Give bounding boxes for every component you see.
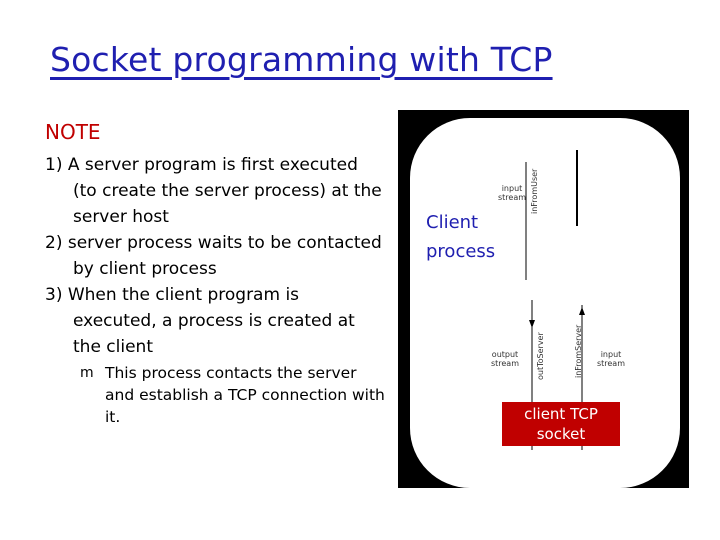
client-tcp-socket: client TCP socket bbox=[502, 402, 620, 446]
client-process-label: Client process bbox=[426, 208, 495, 266]
input-stream-bottom-line2: stream bbox=[596, 359, 626, 368]
list-item: 3) When the client program is executed, … bbox=[45, 285, 355, 357]
out-arrow-head bbox=[529, 320, 535, 328]
in-from-server-label: inFromServer bbox=[574, 324, 583, 378]
input-stream-top-line2: stream bbox=[498, 193, 527, 202]
sub-list-item-text: This process contacts the server and est… bbox=[105, 364, 385, 426]
process-oval bbox=[410, 118, 680, 488]
in-from-user-label: inFromUser bbox=[530, 168, 539, 214]
in-arrow-head bbox=[579, 307, 585, 315]
socket-line2: socket bbox=[536, 425, 586, 443]
sub-list-item: m This process contacts the server and e… bbox=[45, 362, 385, 428]
user-input-bar bbox=[576, 150, 578, 226]
out-to-server-label: outToServer bbox=[536, 332, 545, 380]
slide-title: Socket programming with TCP bbox=[50, 40, 553, 79]
note-heading: NOTE bbox=[45, 120, 101, 144]
input-stream-top-label: input stream bbox=[498, 184, 526, 202]
output-stream-line1: output bbox=[491, 350, 519, 359]
input-stream-bottom-line1: input bbox=[600, 350, 622, 359]
client-socket-diagram: Client process input stream inFromUser o… bbox=[398, 110, 689, 488]
list-item: 2) server process waits to be contacted … bbox=[45, 233, 382, 279]
socket-line1: client TCP bbox=[524, 405, 598, 423]
client-process-line1: Client bbox=[426, 212, 479, 233]
note-list: 1) A server program is first executed (t… bbox=[45, 152, 385, 428]
bullet-icon: m bbox=[80, 365, 94, 381]
input-stream-top-line1: input bbox=[501, 184, 523, 193]
input-stream-bottom-label: input stream bbox=[596, 350, 626, 368]
output-stream-line2: stream bbox=[490, 359, 520, 368]
client-process-line2: process bbox=[426, 241, 496, 262]
output-stream-label: output stream bbox=[488, 350, 522, 368]
list-item: 1) A server program is first executed (t… bbox=[45, 155, 382, 227]
